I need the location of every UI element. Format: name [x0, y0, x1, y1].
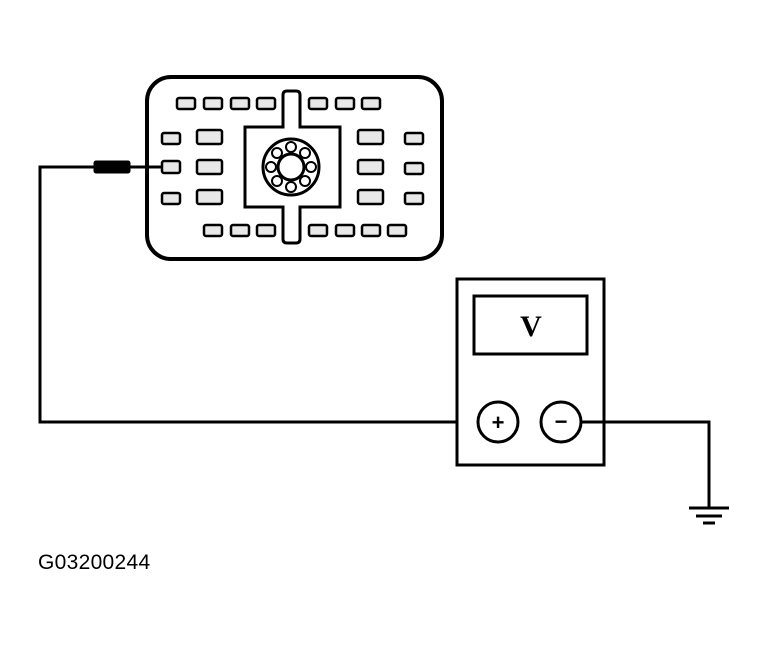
negative-terminal-sign: −: [555, 409, 568, 434]
connector: [145, 75, 444, 261]
negative-test-lead: [581, 420, 711, 507]
negative-lead-wire: [581, 420, 711, 507]
connector-center-hub: [276, 152, 306, 182]
connector-left-pins: [160, 128, 224, 206]
positive-terminal: [476, 400, 520, 444]
connector-bottom-pins: [202, 223, 408, 238]
positive-terminal-sign: +: [492, 410, 505, 435]
ground-icon: [689, 506, 729, 525]
positive-test-lead: [38, 160, 477, 424]
figure-id: G03200244: [38, 551, 151, 574]
connector-top-pins: [175, 96, 382, 111]
connector-test-pin: [160, 159, 182, 175]
voltmeter-display-text: V: [520, 310, 542, 343]
voltmeter-display: [472, 294, 589, 356]
connector-center-pins: [265, 141, 317, 193]
probe-tip: [93, 160, 131, 174]
connector-right-pins: [356, 128, 425, 206]
voltmeter: V + −: [455, 277, 606, 467]
